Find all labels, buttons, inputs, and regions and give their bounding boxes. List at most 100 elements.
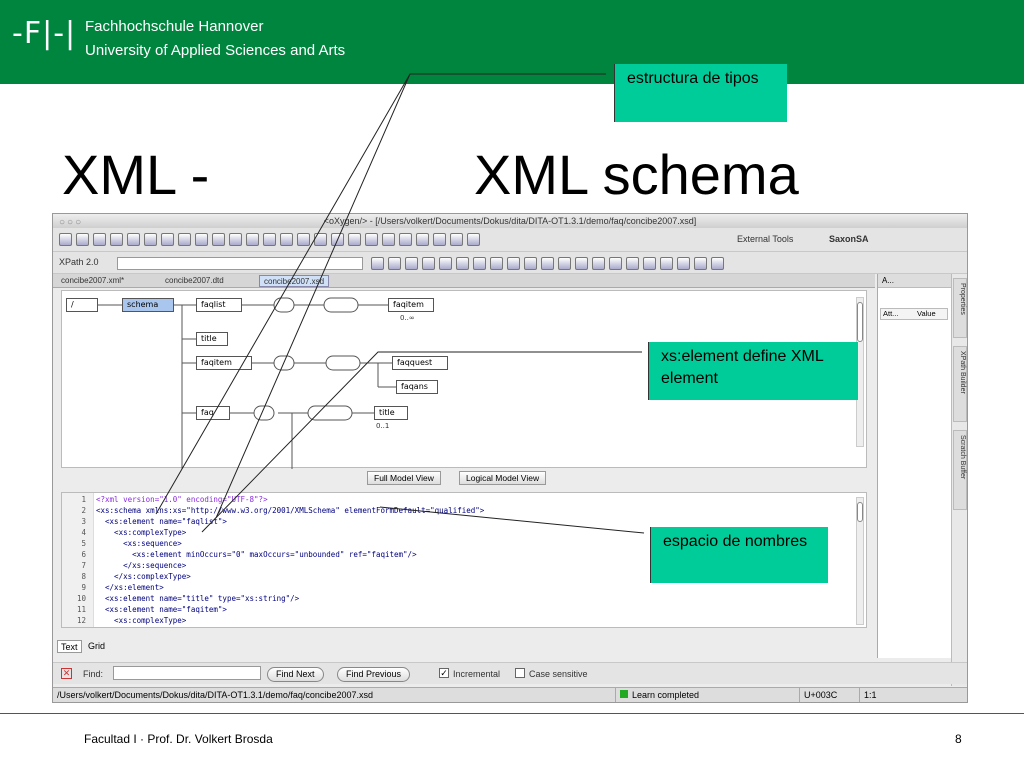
full-model-view-button[interactable]: Full Model View bbox=[367, 471, 441, 485]
find-next-button[interactable]: Find Next bbox=[267, 667, 324, 682]
attribute-column-header[interactable]: Att... bbox=[883, 309, 899, 318]
panel-header: A... bbox=[878, 274, 951, 288]
db-icon[interactable] bbox=[575, 257, 588, 270]
diagram-faq-node[interactable]: faq bbox=[196, 406, 230, 420]
footer-divider bbox=[0, 713, 1024, 714]
refresh-icon[interactable] bbox=[524, 257, 537, 270]
paste-icon[interactable] bbox=[246, 233, 259, 246]
undo-icon[interactable] bbox=[178, 233, 191, 246]
open-url-icon[interactable] bbox=[93, 233, 106, 246]
save-icon[interactable] bbox=[110, 233, 123, 246]
wand-icon[interactable] bbox=[626, 257, 639, 270]
print-icon[interactable] bbox=[144, 233, 157, 246]
value-column-header[interactable]: Value bbox=[917, 309, 936, 318]
find-input[interactable] bbox=[113, 666, 261, 680]
code-line: <xs:sequence> bbox=[96, 539, 182, 548]
text-mode-tab[interactable]: Text bbox=[57, 640, 82, 653]
line-number: 10 bbox=[76, 594, 86, 603]
chart-icon[interactable] bbox=[558, 257, 571, 270]
format-icon[interactable] bbox=[263, 233, 276, 246]
validate-schema-icon[interactable] bbox=[439, 257, 452, 270]
back-icon[interactable] bbox=[365, 233, 378, 246]
find-bar: ✕ Find: Find Next Find Previous ✓ Increm… bbox=[53, 662, 967, 684]
compare-icon[interactable] bbox=[433, 233, 446, 246]
line-number: 4 bbox=[81, 528, 86, 537]
properties-tab[interactable]: Properties bbox=[953, 278, 967, 338]
window-controls[interactable]: ○○○ bbox=[59, 217, 84, 228]
external-tools-menu[interactable]: External Tools bbox=[737, 234, 794, 244]
outline-icon[interactable] bbox=[507, 257, 520, 270]
sort-asc-icon[interactable] bbox=[643, 257, 656, 270]
code-scroll-thumb[interactable] bbox=[857, 502, 863, 522]
code-line: </xs:complexType> bbox=[96, 572, 191, 581]
header-banner bbox=[0, 0, 1024, 84]
validate-icon[interactable] bbox=[280, 233, 293, 246]
code-line: <?xml version="1.0" encoding="UTF-8"?> bbox=[96, 495, 268, 504]
diagram-title-node[interactable]: title bbox=[196, 332, 228, 346]
diagram-faqans-node[interactable]: faqans bbox=[396, 380, 438, 394]
line-number: 5 bbox=[81, 539, 86, 548]
diagram-schema-node[interactable]: schema bbox=[122, 298, 174, 312]
code-line: <xs:element name="faqlist"> bbox=[96, 517, 227, 526]
tab-dtd[interactable]: concibe2007.dtd bbox=[165, 276, 224, 285]
new-file-icon[interactable] bbox=[59, 233, 72, 246]
arrow-right-icon[interactable] bbox=[399, 233, 412, 246]
check-icon[interactable] bbox=[405, 257, 418, 270]
code-line: <xs:complexType> bbox=[96, 616, 187, 625]
line-number: 11 bbox=[76, 605, 86, 614]
case-sensitive-checkbox[interactable] bbox=[515, 668, 525, 678]
logical-model-view-button[interactable]: Logical Model View bbox=[459, 471, 547, 485]
xpath-input[interactable] bbox=[117, 257, 363, 270]
open-folder-icon[interactable] bbox=[76, 233, 89, 246]
link-icon[interactable] bbox=[388, 257, 401, 270]
users-icon[interactable] bbox=[592, 257, 605, 270]
transform-icon[interactable] bbox=[161, 233, 174, 246]
check-wellformed-icon[interactable] bbox=[422, 257, 435, 270]
panel-icon[interactable] bbox=[694, 257, 707, 270]
status-char-code: U+003C bbox=[799, 688, 859, 702]
diagram-title-ref-node[interactable]: title bbox=[374, 406, 408, 420]
code-scrollbar[interactable] bbox=[856, 497, 864, 625]
status-file-path: /Users/volkert/Documents/Dokus/dita/DITA… bbox=[57, 690, 373, 700]
incremental-checkbox[interactable]: ✓ bbox=[439, 668, 449, 678]
diagram-scroll-thumb[interactable] bbox=[857, 302, 863, 342]
split-icon[interactable] bbox=[711, 257, 724, 270]
replace-icon[interactable] bbox=[348, 233, 361, 246]
tree-icon[interactable] bbox=[541, 257, 554, 270]
saxon-menu[interactable]: SaxonSA bbox=[829, 234, 869, 244]
status-bar: /Users/volkert/Documents/Dokus/dita/DITA… bbox=[53, 687, 967, 702]
copy-icon[interactable] bbox=[229, 233, 242, 246]
diagram-faqitem-node[interactable]: faqitem bbox=[196, 356, 252, 370]
code-line: <xs:element name="faqitem"> bbox=[96, 605, 227, 614]
university-name-en: University of Applied Sciences and Arts bbox=[85, 42, 346, 59]
table-icon[interactable] bbox=[677, 257, 690, 270]
run-xpath-icon[interactable] bbox=[371, 257, 384, 270]
save-all-icon[interactable] bbox=[127, 233, 140, 246]
sort-desc-icon[interactable] bbox=[660, 257, 673, 270]
footer-author: Facultad I · Prof. Dr. Volkert Brosda bbox=[84, 732, 273, 746]
cut-icon[interactable] bbox=[212, 233, 225, 246]
arrow-left-icon[interactable] bbox=[382, 233, 395, 246]
grid-icon[interactable] bbox=[297, 233, 310, 246]
diagram-connectors bbox=[98, 297, 396, 469]
redo-icon[interactable] bbox=[195, 233, 208, 246]
diagram-faqitem-ref-node[interactable]: faqitem bbox=[388, 298, 434, 312]
find-previous-button[interactable]: Find Previous bbox=[337, 667, 411, 682]
merge-icon[interactable] bbox=[450, 233, 463, 246]
html-icon[interactable] bbox=[609, 257, 622, 270]
debug-icon[interactable] bbox=[473, 257, 486, 270]
xpath-builder-tab[interactable]: XPath Builder bbox=[953, 346, 967, 422]
incremental-label: Incremental bbox=[453, 669, 501, 679]
layout-icon[interactable] bbox=[416, 233, 429, 246]
diagram-faqquest-node[interactable]: faqquest bbox=[392, 356, 448, 370]
tab-xml[interactable]: concibe2007.xml* bbox=[61, 276, 125, 285]
close-find-icon[interactable]: ✕ bbox=[61, 668, 72, 679]
diagram-faqlist-node[interactable]: faqlist bbox=[196, 298, 242, 312]
diagram-root-node[interactable]: / bbox=[66, 298, 98, 312]
profile-icon[interactable] bbox=[490, 257, 503, 270]
scratch-buffer-tab[interactable]: Scratch Buffer bbox=[953, 430, 967, 510]
play-icon[interactable] bbox=[456, 257, 469, 270]
grid-mode-tab[interactable]: Grid bbox=[88, 641, 106, 651]
image-icon[interactable] bbox=[467, 233, 480, 246]
line-number: 6 bbox=[81, 550, 86, 559]
